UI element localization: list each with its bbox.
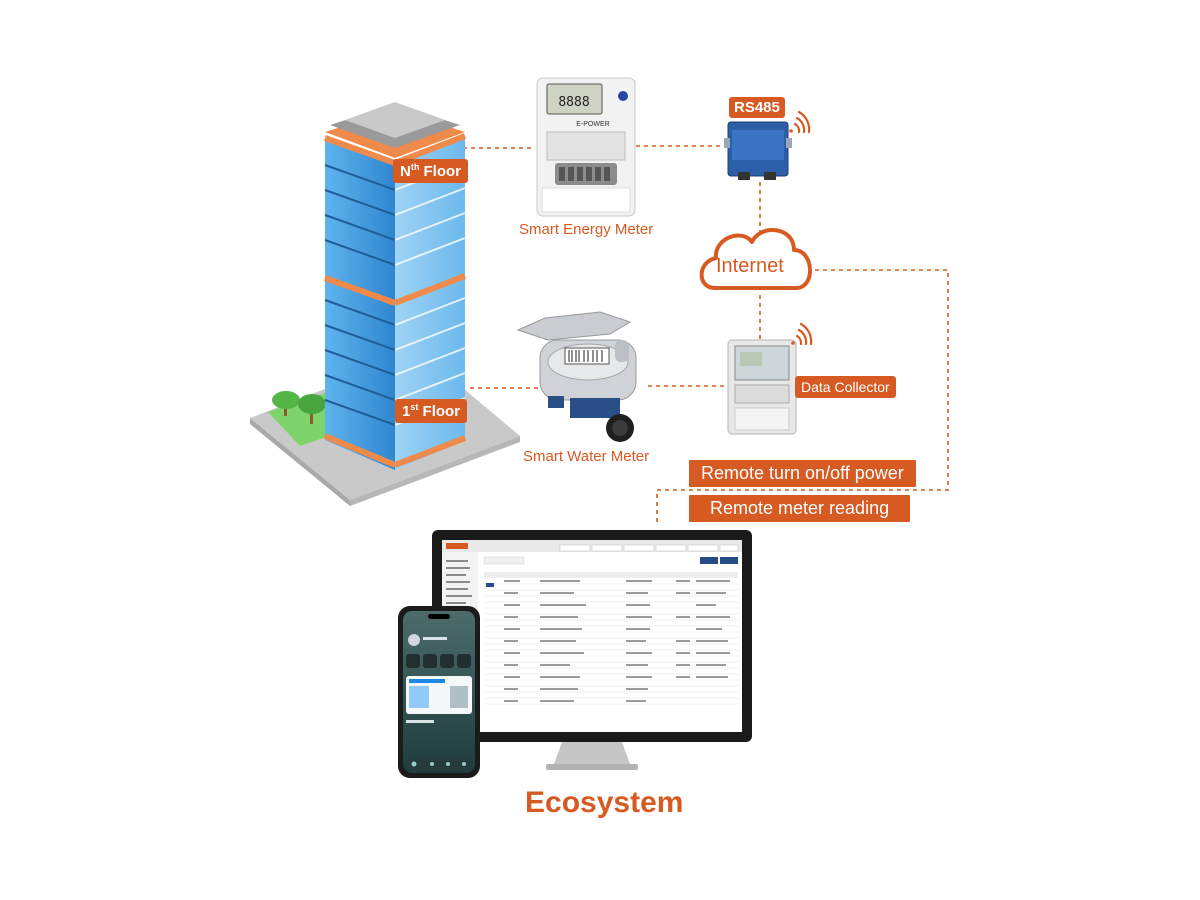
connection-lines	[463, 145, 949, 524]
wifi-icon	[789, 110, 811, 134]
smart-water-meter-label: Smart Water Meter	[523, 448, 650, 465]
energy-meter-brand: E-POWER	[576, 121, 609, 128]
smartphone	[398, 606, 480, 778]
smart-energy-meter-image: 8888 E-POWER	[536, 77, 636, 217]
wifi-icon	[791, 322, 813, 346]
line-internet-to-ecosystem	[656, 269, 949, 524]
rs485-module-image	[724, 121, 792, 180]
smart-water-meter-image	[516, 311, 637, 442]
smart-energy-meter-label: Smart Energy Meter	[519, 221, 654, 238]
remote-power-banner: Remote turn on/off power	[689, 460, 916, 487]
cloud-icon	[699, 228, 812, 290]
ecosystem-title: Ecosystem	[525, 786, 684, 819]
data-collector-label: Data Collector	[795, 376, 896, 398]
rs485-label: RS485	[729, 97, 785, 118]
remote-reading-banner: Remote meter reading	[689, 495, 911, 522]
svg-text:8888: 8888	[558, 95, 589, 110]
internet-label: Internet	[716, 255, 784, 277]
data-collector-image	[727, 339, 797, 435]
nth-floor-label: Nth Floor	[393, 159, 469, 183]
first-floor-label: 1st Floor	[395, 399, 468, 423]
building-icon	[250, 102, 520, 506]
